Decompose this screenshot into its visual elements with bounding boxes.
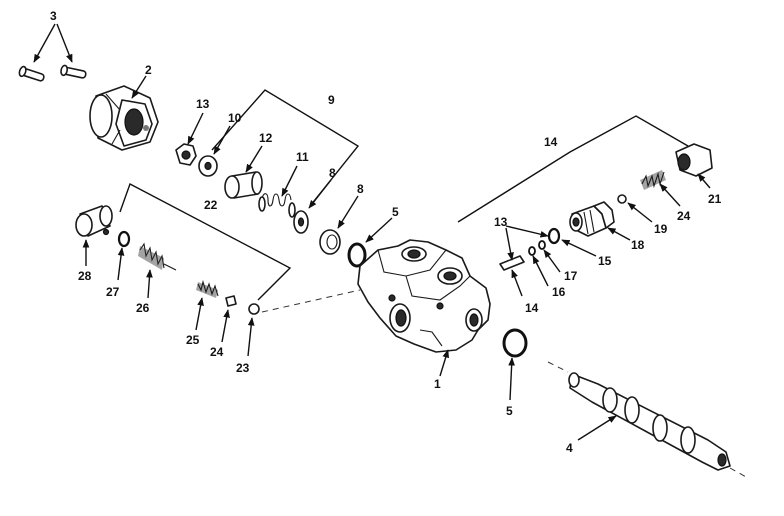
part-9-spring <box>258 193 296 218</box>
callout-18: 18 <box>631 238 645 252</box>
callout-24-left: 24 <box>210 345 224 359</box>
callout-23: 23 <box>236 361 250 375</box>
callout-17: 17 <box>564 269 578 283</box>
callout-26: 26 <box>136 301 150 315</box>
part-25-spring <box>196 279 219 298</box>
callout-21: 21 <box>708 192 722 206</box>
part-4-spool <box>547 361 749 479</box>
callout-3: 3 <box>50 9 57 23</box>
callout-16: 16 <box>552 285 566 299</box>
part-11-nut <box>175 143 197 166</box>
callout-14: 14 <box>525 301 539 315</box>
part-5-o-ring-lower <box>502 328 528 358</box>
callout-2: 2 <box>145 63 152 77</box>
callout-28: 28 <box>78 269 92 283</box>
callout-7: 9 <box>328 93 335 107</box>
part-26-spring <box>138 242 177 271</box>
callout-5-upper: 5 <box>392 205 399 219</box>
part-5-o-ring-upper <box>347 242 367 268</box>
callout-5-lower: 5 <box>506 404 513 418</box>
callout-1: 1 <box>434 377 441 391</box>
callout-11: 13 <box>196 97 210 111</box>
part-18-adapter-fitting <box>569 201 615 237</box>
part-21-cap <box>675 143 713 177</box>
part-6-seat <box>319 229 341 255</box>
part-8-washer-lower <box>293 210 309 234</box>
part-2-end-cap <box>89 85 159 151</box>
callout-6: 8 <box>357 182 364 196</box>
part-17-o-ring <box>538 240 546 250</box>
callout-8-lower: 8 <box>329 166 336 180</box>
part-28-plug <box>75 205 113 237</box>
callout-22: 22 <box>204 198 218 212</box>
callout-19: 19 <box>654 222 668 236</box>
callout-10: 12 <box>259 131 273 145</box>
callout-8-upper: 10 <box>228 111 242 125</box>
part-10-sleeve <box>224 171 263 199</box>
callout-12: 14 <box>544 135 558 149</box>
part-3-pins <box>18 64 87 82</box>
part-1-valve-body <box>357 239 491 353</box>
part-15-o-ring <box>547 227 561 245</box>
part-8-washer-upper <box>198 155 218 177</box>
callout-15: 15 <box>598 254 612 268</box>
callout-27: 27 <box>106 285 120 299</box>
callout-24-right: 24 <box>677 209 691 223</box>
part-16-washer <box>528 246 536 256</box>
callout-labels: 3 2 9 13 10 12 11 8 8 5 22 28 27 26 25 2… <box>50 9 722 455</box>
callout-9: 11 <box>296 150 309 164</box>
part-27-o-ring <box>117 230 131 248</box>
part-23-ball <box>248 303 260 315</box>
callout-4: 4 <box>566 441 573 455</box>
leader-lines <box>33 23 711 441</box>
part-24-poppet-left <box>225 295 237 307</box>
callout-13: 13 <box>494 215 508 229</box>
assembly-centerline <box>261 289 361 313</box>
callout-25: 25 <box>186 333 200 347</box>
part-24-spring-right <box>640 170 666 190</box>
part-19-ball <box>617 194 627 204</box>
